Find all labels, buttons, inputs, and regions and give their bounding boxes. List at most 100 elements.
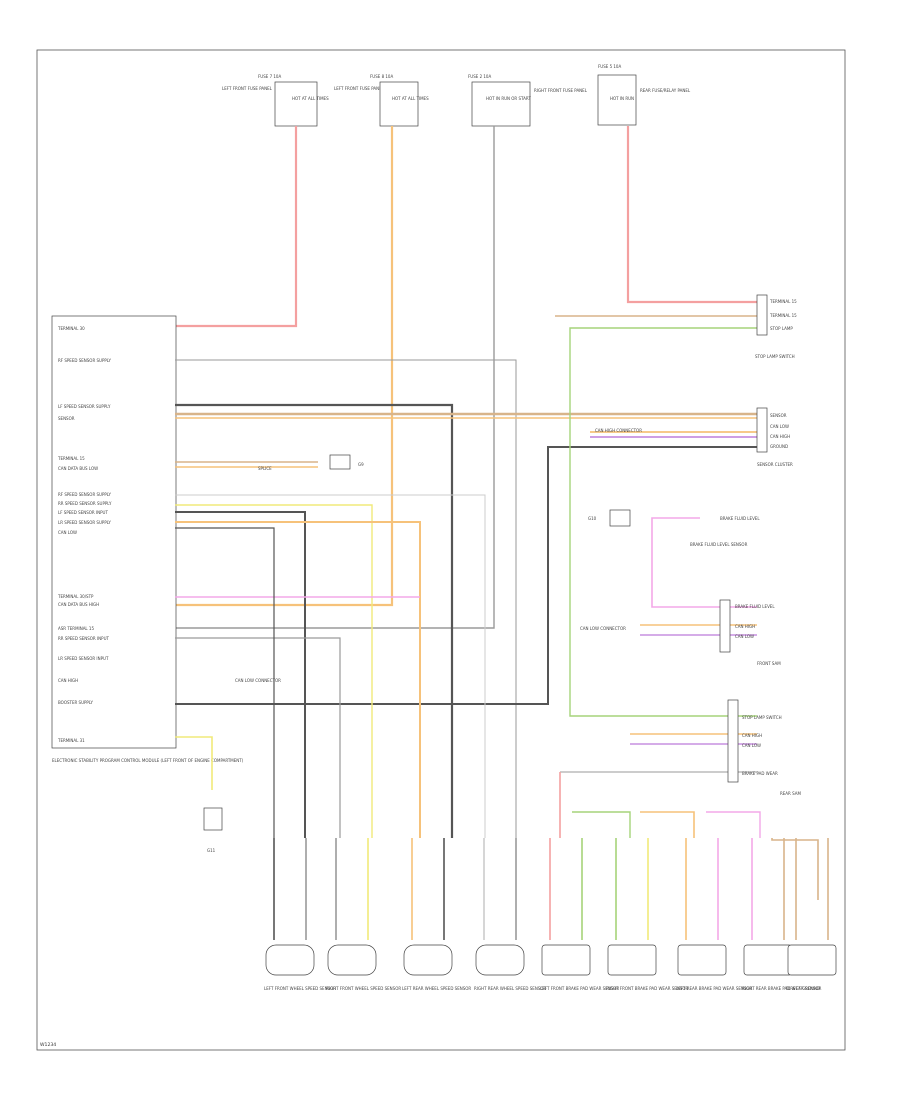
- bf-level-pin: BRAKE FLUID LEVEL: [720, 516, 760, 521]
- fuse-1-title: FUSE 7 10A: [258, 74, 281, 79]
- fuse-panel-1: FUSE 7 10A LEFT FRONT FUSE PANEL HOT AT …: [222, 74, 329, 127]
- wire-gray-thin: [175, 494, 486, 838]
- module-harness: [175, 359, 757, 838]
- fuse-4-title: FUSE 5 10A: [598, 64, 621, 69]
- module-pin-14: RR SPEED SENSOR INPUT: [58, 636, 109, 641]
- wire-lf-orange: [175, 521, 421, 838]
- sensor-body-0: [265, 944, 315, 976]
- front-sam-title: FRONT SAM: [757, 661, 781, 666]
- wire-bflevel-pink: [651, 517, 757, 608]
- wire-padwear-orange: [640, 811, 695, 838]
- fuse-3-title: FUSE 2 10A: [468, 74, 491, 79]
- ground-g11-box: [203, 807, 223, 831]
- sensor-cluster-pin-3: CAN HIGH: [770, 434, 790, 439]
- ground-label-g10: G10: [588, 516, 597, 521]
- wire-gray-feed: [175, 126, 495, 629]
- wire-lr-gray: [175, 637, 341, 838]
- module-pin-15: LR SPEED SENSOR INPUT: [58, 656, 109, 661]
- sensor-label-5: RIGHT FRONT BRAKE PAD WEAR SENSOR: [606, 986, 688, 991]
- wire-rf-supply: [175, 359, 517, 838]
- splice-label-4: CAN LOW CONNECTOR: [235, 678, 281, 683]
- sensor-body-1: [327, 944, 377, 976]
- module-pin-11: TERMINAL 30/STP: [57, 594, 94, 599]
- ground-label-g9: G9: [358, 462, 364, 467]
- rear-sam-connector: [727, 699, 739, 783]
- wire-padwear-pink: [706, 811, 761, 838]
- rear-sam-pin-4: BRAKE PAD WEAR: [742, 771, 778, 776]
- sensor-label-2: LEFT REAR WHEEL SPEED SENSOR: [402, 986, 471, 991]
- sensor-label-6: LEFT REAR BRAKE PAD WEAR SENSOR: [676, 986, 753, 991]
- module-pin-5: CAN DATA BUS LOW: [58, 466, 98, 471]
- front-sam-pin-1: BRAKE FLUID LEVEL: [735, 604, 775, 609]
- sensor-label-1: RIGHT FRONT WHEEL SPEED SENSOR: [326, 986, 401, 991]
- sensor-body-2: [403, 944, 453, 976]
- wire-rr-yellow: [175, 504, 373, 838]
- splice-label-3: CAN LOW CONNECTOR: [580, 626, 626, 631]
- bf-level-title: BRAKE FLUID LEVEL SENSOR: [690, 542, 748, 547]
- wire-lf-supply: [175, 403, 454, 838]
- wire-orange-feed: [175, 126, 394, 607]
- right-harness: [555, 315, 819, 900]
- splice-labels: CAN HIGH CONNECTOR SPLICE CAN LOW CONNEC…: [235, 428, 642, 683]
- wire-red-feed: [175, 126, 298, 328]
- rear-sam-title: REAR SAM: [780, 791, 801, 796]
- sensor-body-7: [743, 944, 793, 976]
- fuse-4-label: REAR FUSE/RELAY PANEL: [640, 88, 691, 93]
- module-pin-6: RF SPEED SENSOR SUPPLY: [58, 492, 111, 497]
- footer-id: W1234: [40, 1042, 56, 1048]
- module-pin-13: ASR TERMINAL 15: [58, 626, 94, 631]
- stop-lamp-title: STOP LAMP SWITCH: [755, 354, 795, 359]
- sensor-label-7: RIGHT REAR BRAKE PAD WEAR SENSOR: [742, 986, 822, 991]
- sensor-cluster-title: SENSOR CLUSTER: [757, 462, 793, 467]
- sensor-cluster-connector: [756, 407, 768, 453]
- sensor-body-4: [541, 944, 591, 976]
- module-pin-4: TERMINAL 15: [57, 456, 85, 461]
- rear-sam-pin-1: STOP LAMP SWITCH: [742, 715, 782, 720]
- esp-control-module: ELECTRONIC STABILITY PROGRAM CONTROL MOD…: [51, 315, 244, 763]
- sensor-label-0: LEFT FRONT WHEEL SPEED SENSOR: [264, 986, 336, 991]
- right-connectors: TERMINAL 15 TERMINAL 15 STOP LAMP STOP L…: [690, 294, 801, 796]
- module-pin-0: TERMINAL 30: [57, 326, 85, 331]
- splice-label-2: SPLICE: [258, 466, 272, 471]
- ground-symbols: G9 G10 G11: [203, 454, 631, 853]
- stop-lamp-pin-1: TERMINAL 15: [769, 299, 797, 304]
- sensor-body-8: [787, 944, 837, 976]
- wire-padwear-tan: [771, 838, 819, 900]
- ground-g9-box: [329, 454, 351, 470]
- rear-sam-pin-2: CAN HIGH: [742, 733, 762, 738]
- sensor-cluster-pin-2: CAN LOW: [770, 424, 789, 429]
- fuse-2-title: FUSE 8 10A: [370, 74, 393, 79]
- module-pin-18: TERMINAL 31: [57, 738, 85, 743]
- stop-lamp-pin-2: TERMINAL 15: [769, 313, 797, 318]
- module-pin-9: LR SPEED SENSOR SUPPLY: [58, 520, 111, 525]
- wire-rr-black: [175, 527, 275, 838]
- fuse-4-sub: HOT IN RUN: [610, 96, 634, 101]
- module-pin-16: CAN HIGH: [58, 678, 78, 683]
- module-pin-2: LF SPEED SENSOR SUPPLY: [58, 404, 111, 409]
- fuse-panel-3: FUSE 2 10A RIGHT FRONT FUSE PANEL HOT IN…: [468, 74, 588, 127]
- sensor-cluster-pin-4: GROUND: [770, 444, 788, 449]
- module-pin-7: RR SPEED SENSOR SUPPLY: [58, 501, 112, 506]
- module-pin-12: CAN DATA BUS HIGH: [58, 602, 99, 607]
- module-title: ELECTRONIC STABILITY PROGRAM CONTROL MOD…: [52, 758, 244, 763]
- wire-red-stop-feed: [626, 126, 757, 304]
- fuse-3-sub: HOT IN RUN OR START: [486, 96, 531, 101]
- fuse-1-sub: HOT AT ALL TIMES: [292, 96, 329, 101]
- module-pin-list: TERMINAL 30 RF SPEED SENSOR SUPPLY LF SPEE…: [57, 326, 112, 743]
- splice-label-1: CAN HIGH CONNECTOR: [595, 428, 642, 433]
- sensor-body-3: [475, 944, 525, 976]
- stop-lamp-connector: [756, 294, 768, 336]
- rear-sam-pin-3: CAN LOW: [742, 743, 761, 748]
- fuse-panel-4: FUSE 5 10A REAR FUSE/RELAY PANEL HOT IN …: [597, 64, 691, 126]
- module-pin-1: RF SPEED SENSOR SUPPLY: [58, 358, 111, 363]
- sensor-body-6: [677, 944, 727, 976]
- stop-lamp-pin-3: STOP LAMP: [770, 326, 793, 331]
- wire-padwear-green: [572, 811, 631, 838]
- diagram-frame: [36, 49, 846, 1051]
- front-sam-connector: [719, 599, 731, 653]
- sensor-label-8: DIRECT GROUND: [786, 986, 820, 991]
- fuse-3-label: RIGHT FRONT FUSE PANEL: [534, 88, 588, 93]
- wire-lf-black: [175, 511, 306, 838]
